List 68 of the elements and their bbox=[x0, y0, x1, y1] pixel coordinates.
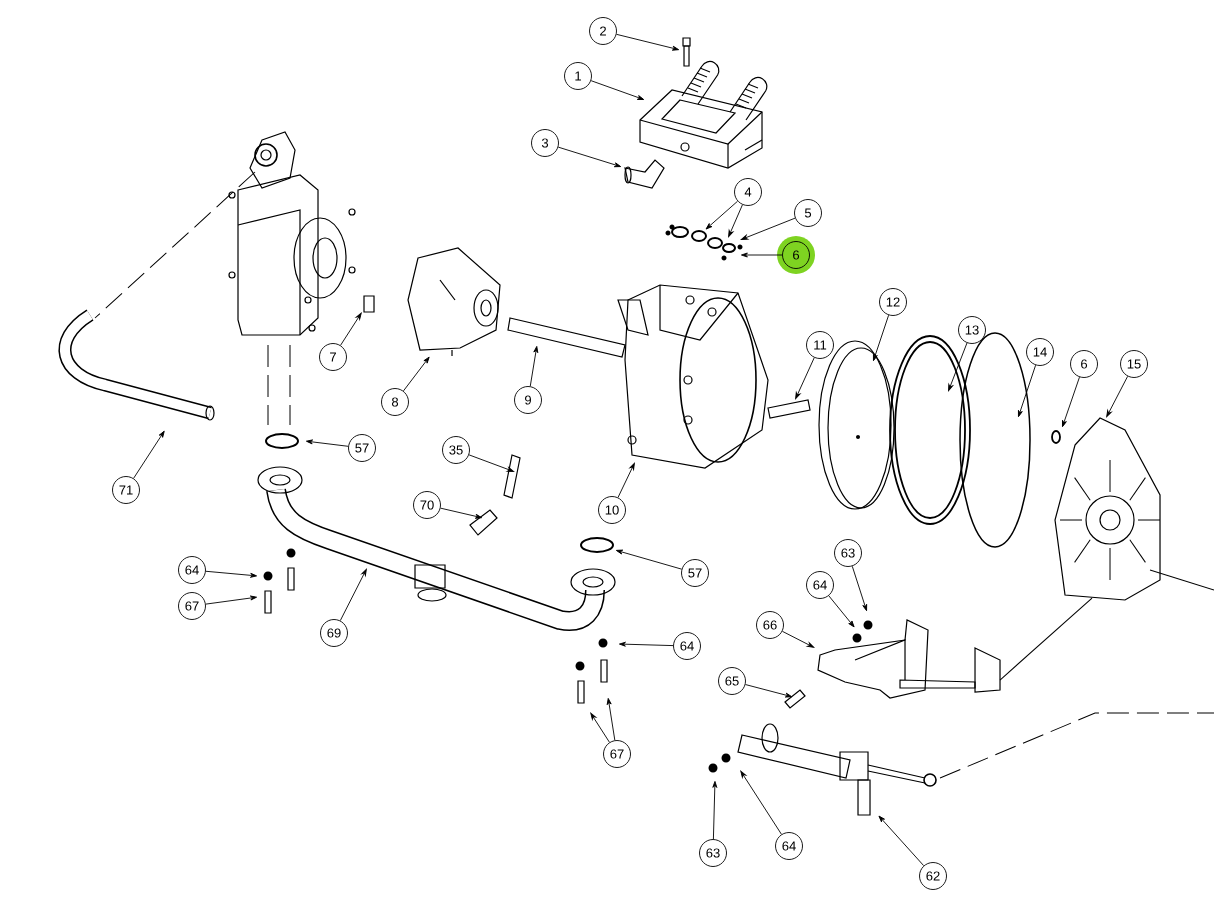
leader-line bbox=[305, 439, 349, 447]
leader-line bbox=[728, 204, 743, 238]
leader-line bbox=[529, 345, 539, 387]
callout-number: 4 bbox=[734, 178, 762, 206]
callout-number: 69 bbox=[320, 619, 348, 647]
leader-line bbox=[948, 342, 968, 392]
leader-line bbox=[1062, 376, 1080, 428]
callout-number: 2 bbox=[589, 17, 617, 45]
leader-line bbox=[712, 780, 718, 840]
callout-number: 3 bbox=[531, 129, 559, 157]
callout-number: 11 bbox=[806, 331, 834, 359]
callout-number: 8 bbox=[381, 388, 409, 416]
callout-number: 65 bbox=[718, 667, 746, 695]
callout-number: 9 bbox=[514, 386, 542, 414]
callout-number: 57 bbox=[348, 434, 376, 462]
leader-line bbox=[339, 568, 367, 622]
callout-number: 63 bbox=[699, 839, 727, 867]
callout-number: 14 bbox=[1026, 338, 1054, 366]
leader-line bbox=[851, 565, 868, 612]
leader-line bbox=[741, 252, 783, 258]
callout-number: 7 bbox=[319, 343, 347, 371]
callout-number: 62 bbox=[919, 862, 947, 890]
leader-line bbox=[828, 595, 855, 628]
leader-line bbox=[615, 549, 683, 570]
callout-number: 6 bbox=[782, 241, 810, 269]
leader-line bbox=[616, 33, 680, 51]
leader-line bbox=[468, 454, 515, 472]
callout-number: 64 bbox=[673, 632, 701, 660]
callout-number: 67 bbox=[603, 740, 631, 768]
leader-line bbox=[440, 507, 483, 519]
callout-number: 64 bbox=[178, 556, 206, 584]
leader-line bbox=[618, 641, 674, 647]
callout-number: 35 bbox=[442, 436, 470, 464]
callout-number: 64 bbox=[806, 571, 834, 599]
leader-line bbox=[1106, 375, 1129, 418]
callout-number: 57 bbox=[681, 559, 709, 587]
callout-number: 12 bbox=[879, 288, 907, 316]
leader-line bbox=[745, 684, 793, 698]
callout-number: 66 bbox=[756, 611, 784, 639]
leader-line bbox=[606, 697, 616, 741]
leader-line bbox=[781, 630, 815, 648]
leader-line bbox=[617, 462, 635, 498]
callout-number: 5 bbox=[794, 199, 822, 227]
callout-number: 64 bbox=[775, 832, 803, 860]
leader-line bbox=[133, 430, 165, 479]
leader-line bbox=[557, 146, 622, 168]
callout-number: 70 bbox=[413, 491, 441, 519]
callout-number: 15 bbox=[1120, 350, 1148, 378]
callout-number: 67 bbox=[178, 592, 206, 620]
callout-number: 1 bbox=[564, 62, 592, 90]
leader-line bbox=[873, 314, 890, 362]
leader-line bbox=[740, 770, 782, 835]
leader-line bbox=[590, 80, 645, 100]
callout-number: 10 bbox=[598, 496, 626, 524]
leader-line bbox=[205, 595, 258, 605]
leader-line bbox=[590, 712, 610, 743]
leader-line bbox=[740, 217, 796, 240]
callout-number: 63 bbox=[834, 539, 862, 567]
leader-line bbox=[878, 815, 925, 867]
callout-number: 6 bbox=[1070, 350, 1098, 378]
callout-number: 13 bbox=[958, 316, 986, 344]
leader-line bbox=[705, 200, 738, 230]
callout-number: 71 bbox=[112, 476, 140, 504]
leader-line bbox=[403, 356, 430, 392]
leader-line bbox=[795, 357, 815, 400]
leader-line bbox=[340, 312, 362, 346]
leader-line bbox=[1018, 364, 1037, 418]
leader-line bbox=[205, 570, 258, 578]
